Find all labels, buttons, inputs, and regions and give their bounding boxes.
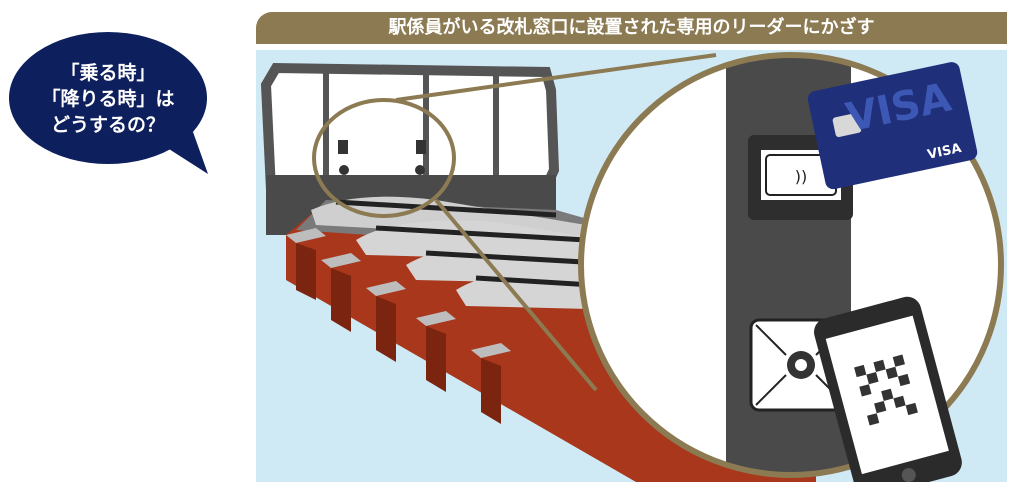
svg-text:)): )) <box>795 167 807 186</box>
ticket-gate-illustration: )) VISA VISA <box>256 50 1007 482</box>
instruction-banner: 駅係員がいる改札窓口に設置された専用のリーダーにかざす <box>256 12 1007 44</box>
bubble-line-2: 「降りる時」は <box>41 88 175 110</box>
smartphone-qr-icon <box>814 296 962 482</box>
bubble-line-3: どうするの？ <box>50 114 165 136</box>
speech-bubble-shape <box>9 32 208 174</box>
speech-bubble: 「乗る時」 「降りる時」は どうするの？ <box>8 32 214 182</box>
card-brand-small: VISA <box>926 141 963 163</box>
bubble-line-1: 「乗る時」 <box>60 62 156 84</box>
credit-card-icon: VISA VISA <box>807 62 978 190</box>
speech-bubble-text: 「乗る時」 「降りる時」は どうするの？ <box>8 60 208 138</box>
